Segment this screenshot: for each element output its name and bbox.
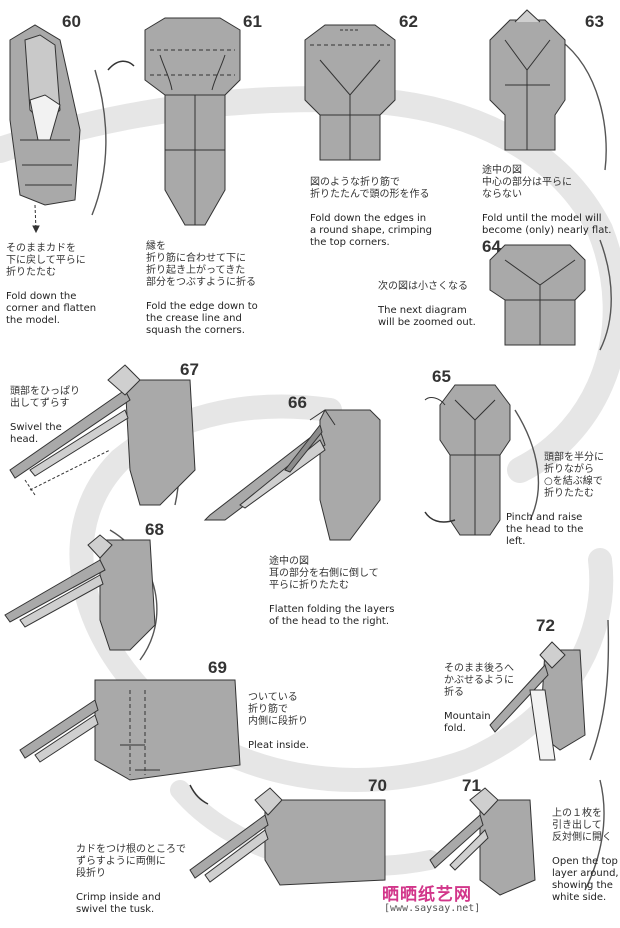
step-number-69: 69 bbox=[208, 658, 227, 677]
step-67-caption: 頭部をひっぱり 出してずらす Swivel the head. bbox=[10, 374, 110, 458]
step-63-model bbox=[489, 9, 566, 151]
step-65-arrow bbox=[424, 511, 456, 523]
step-number-68: 68 bbox=[145, 520, 164, 539]
step-65-caption-ja: 頭部を半分に 折りながら ○を結ぶ線で 折りたたむ bbox=[544, 452, 604, 499]
step-60-caption: そのままカドを 下に戻して平らに 折りたたむ Fold down the cor… bbox=[6, 231, 126, 339]
step-64-caption-ja: 次の図は小さくなる bbox=[378, 281, 468, 292]
step-number-72: 72 bbox=[536, 616, 555, 635]
step-number-60: 60 bbox=[62, 12, 81, 31]
step-63-caption-ja: 途中の図 中心の部分は平らに ならない bbox=[482, 165, 572, 200]
step-70-caption-en: Crimp inside and swivel the tusk. bbox=[76, 892, 161, 915]
step-number-61: 61 bbox=[243, 12, 262, 31]
step-69-model bbox=[19, 679, 241, 781]
site-watermark: 晒晒纸艺网 [www.saysay.net] bbox=[382, 880, 618, 925]
step-72-caption: そのまま後ろへ かぶせるように 折る Mountain fold. bbox=[444, 651, 534, 747]
step-number-65: 65 bbox=[432, 367, 451, 386]
step-67-caption-ja: 頭部をひっぱり 出してずらす bbox=[10, 386, 80, 409]
step-66-model bbox=[203, 409, 381, 541]
step-67-model bbox=[9, 364, 196, 506]
step-66-caption: 途中の図 耳の部分を右側に倒して 平らに折りたたむ Flatten foldin… bbox=[269, 544, 429, 640]
step-60-model bbox=[9, 24, 81, 234]
step-72-model bbox=[489, 641, 586, 761]
step-62-caption-ja: 図のような折り筋で 折りたたんで頭の形を作る bbox=[310, 177, 430, 200]
step-number-62: 62 bbox=[399, 12, 418, 31]
step-number-64: 64 bbox=[482, 237, 501, 256]
step-71-caption-ja: 上の１枚を 引き出して 反対側に開く bbox=[552, 808, 612, 843]
step-number-71: 71 bbox=[462, 776, 481, 795]
step-72-caption-en: Mountain fold. bbox=[444, 711, 491, 734]
step-62-caption: 図のような折り筋で 折りたたんで頭の形を作る Fold down the edg… bbox=[310, 165, 460, 261]
step-68-model bbox=[4, 534, 156, 651]
step-61-caption-en: Fold the edge down to the crease line an… bbox=[146, 301, 258, 336]
step-66-caption-ja: 途中の図 耳の部分を右側に倒して 平らに折りたたむ bbox=[269, 556, 379, 591]
step-63-caption: 途中の図 中心の部分は平らに ならない Fold until the model… bbox=[482, 153, 617, 249]
step-65-caption-en: Pinch and raise the head to the left. bbox=[506, 512, 584, 547]
step-67-caption-en: Swivel the head. bbox=[10, 422, 62, 445]
step-61-caption-ja: 縁を 折り筋に合わせて下に 折り起き上がってきた 部分をつぶすように折る bbox=[146, 241, 256, 288]
step-64-caption-en: The next diagram will be zoomed out. bbox=[378, 305, 476, 328]
step-60-caption-ja: そのままカドを 下に戻して平らに 折りたたむ bbox=[6, 243, 86, 278]
watermark-url: [www.saysay.net] bbox=[384, 903, 481, 914]
step-62-caption-en: Fold down the edges in a round shape, cr… bbox=[310, 213, 432, 248]
step-65-model bbox=[424, 384, 511, 536]
step-69-caption-en: Pleat inside. bbox=[248, 740, 309, 751]
step-64-caption: 次の図は小さくなる The next diagram will be zoome… bbox=[378, 269, 493, 341]
step-number-66: 66 bbox=[288, 393, 307, 412]
step-61-caption: 縁を 折り筋に合わせて下に 折り起き上がってきた 部分をつぶすように折る Fol… bbox=[146, 229, 296, 349]
step-71-caption: 上の１枚を 引き出して 反対側に開く Open the top layer ar… bbox=[552, 796, 620, 916]
step-72-caption-ja: そのまま後ろへ かぶせるように 折る bbox=[444, 663, 514, 698]
step-64-model bbox=[489, 244, 586, 346]
step-71-caption-en: Open the top layer around, showing the w… bbox=[552, 856, 619, 903]
step-70-model bbox=[189, 787, 386, 886]
step-number-67: 67 bbox=[180, 360, 199, 379]
step-number-63: 63 bbox=[585, 12, 604, 31]
step-60-caption-en: Fold down the corner and flatten the mod… bbox=[6, 291, 97, 326]
watermark-logo: 晒晒纸艺网 bbox=[382, 885, 472, 905]
step-69-arrow bbox=[189, 784, 209, 805]
step-66-caption-en: Flatten folding the layers of the head t… bbox=[269, 604, 395, 627]
step-69-caption: ついている 折り筋で 内側に段折り Pleat inside. bbox=[248, 680, 338, 764]
step-60-arrow bbox=[107, 60, 135, 71]
step-69-caption-ja: ついている 折り筋で 内側に段折り bbox=[248, 692, 308, 727]
step-63-caption-en: Fold until the model will become (only) … bbox=[482, 213, 612, 236]
step-62-model bbox=[304, 24, 396, 161]
step-number-70: 70 bbox=[368, 776, 387, 795]
step-65-caption: 頭部を半分に 折りながら ○を結ぶ線で 折りたたむ Pinch and rais… bbox=[506, 440, 616, 560]
step-70-caption-ja: カドをつけ根のところで ずらすように両側に 段折り bbox=[76, 844, 186, 879]
step-71-model bbox=[429, 787, 536, 896]
step-70-caption: カドをつけ根のところで ずらすように両側に 段折り Crimp inside a… bbox=[76, 832, 226, 928]
step-61-model bbox=[144, 17, 241, 226]
